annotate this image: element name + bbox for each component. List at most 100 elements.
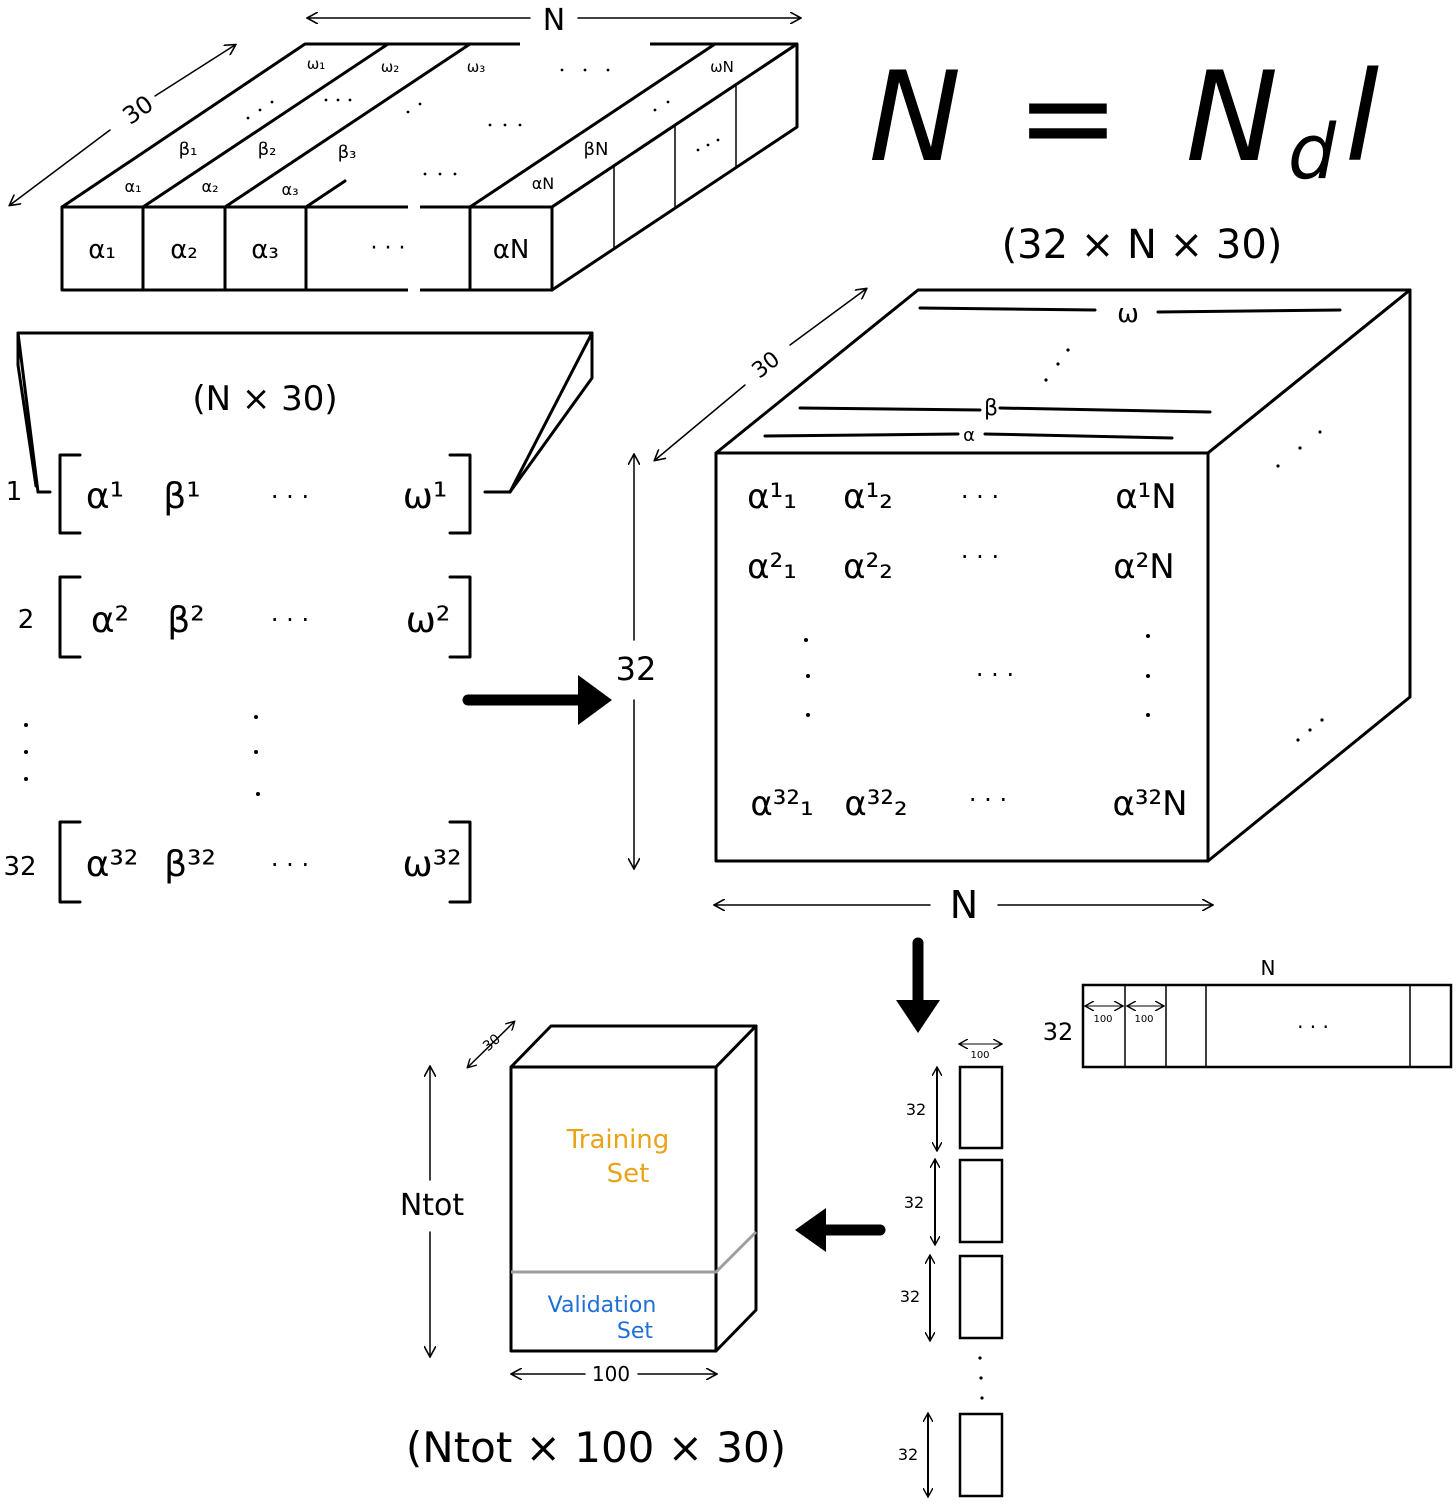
chunk-3: [958, 1254, 1004, 1340]
matrix-shape-label: (N × 30): [192, 379, 337, 419]
cube-r2-c2: α²₂: [843, 547, 893, 587]
equation-lhs: N: [869, 46, 962, 190]
cube-r1-c2: α¹₂: [843, 477, 893, 517]
slab-omega-3: ω₃: [467, 58, 486, 76]
chunk-2-height-label: 32: [904, 1193, 924, 1212]
slab-top-dots: [246, 68, 720, 176]
cube-block: (32 × N × 30) 30 ω β α α¹₁ α¹₂ · · · α¹N…: [616, 222, 1412, 927]
slab-alpha-2: α₂: [202, 177, 219, 196]
training-set-label-line1: Training: [566, 1125, 670, 1155]
matrix-row32-bracket-left: [58, 820, 82, 904]
slab-front-cell-3: α₃: [251, 235, 279, 265]
cube-omega-line-left: [918, 306, 1097, 312]
cube-alpha-line-left: [763, 432, 960, 438]
slab-front-cell-2: α₂: [170, 235, 198, 265]
cube-beta-line-right: [998, 406, 1212, 414]
cube-front-face: [714, 451, 1210, 863]
cube-r1-cn: α¹N: [1115, 477, 1176, 517]
chunk-3-height-label: 32: [900, 1287, 920, 1306]
dataset-top-face: [509, 1024, 758, 1069]
matrix-row2-dots: · · ·: [271, 606, 309, 634]
equation-equals: =: [1016, 46, 1120, 190]
matrix-row2-alpha: α²: [91, 600, 129, 641]
cube-depth-arrow-low: [655, 384, 746, 460]
slab-depth-arrow-low: [10, 129, 111, 205]
strip-dots: · · ·: [1297, 1015, 1329, 1039]
slab-alpha-1: α₁: [125, 177, 142, 196]
cube-beta-line-left: [798, 406, 982, 412]
training-set-label-line2: Set: [607, 1159, 650, 1189]
cube-r32-dots: · · ·: [969, 786, 1007, 814]
cube-beta-label: β: [984, 396, 998, 421]
dataset-shape-label: (Ntot × 100 × 30): [406, 1423, 786, 1472]
slab-depth-label: 30: [117, 90, 158, 130]
dataset-split-line: [511, 1230, 758, 1274]
slab-beta-3: β₃: [338, 142, 357, 163]
dataset-height-label: Ntot: [400, 1188, 465, 1223]
slab-depth-arrow-high: [154, 45, 235, 97]
cube-width-label: N: [950, 883, 978, 927]
dataset-depth-arrow: [468, 1022, 514, 1067]
chunks-vertical-dots: [978, 1356, 984, 1400]
slab-front-cell-n: αN: [493, 235, 530, 265]
validation-set-label-line1: Validation: [548, 1293, 657, 1318]
matrix-row2-bracket-right: [448, 575, 472, 659]
chunk-last-height-label: 32: [898, 1445, 918, 1464]
slab-alpha-n: αN: [532, 174, 555, 193]
equation-rhs-tail: l: [1345, 46, 1379, 190]
validation-set-label-line2: Set: [617, 1319, 654, 1344]
cube-r32-c2: α³²₂: [844, 784, 907, 824]
matrix-row32-alpha: α³²: [86, 844, 139, 885]
cube-vertical-dots: [804, 634, 1150, 717]
strip-cell-label-2: 100: [1134, 1014, 1153, 1025]
arrow-matrix-to-cube: [462, 675, 612, 725]
matrix-row-index-1: 1: [6, 477, 23, 507]
matrix-row1-omega: ω¹: [403, 476, 448, 517]
cube-r2-c1: α²₁: [747, 547, 797, 587]
equation-rhs-main: N: [1186, 46, 1279, 190]
chunk-width-label: 100: [970, 1050, 989, 1061]
strip-block: N 100 100 · · · 32: [1043, 956, 1453, 1069]
matrix-row1-bracket-right: [448, 453, 472, 535]
cube-depth-label: 30: [748, 347, 785, 384]
strip-height-label: 32: [1043, 1018, 1074, 1046]
matrix-vertical-dots: [24, 715, 260, 796]
cube-height-label: 32: [616, 650, 657, 688]
matrix-row32-dots: · · ·: [271, 851, 309, 879]
chunk-1-height-label: 32: [906, 1100, 926, 1119]
slab-top-divider: [468, 42, 717, 209]
arrow-chunks-to-dataset: [795, 1208, 886, 1252]
arrow-cube-to-chunks: [896, 937, 940, 1033]
dataset-front-face: [509, 1065, 718, 1353]
slab-top-divider: [304, 179, 347, 209]
slab-beta-2: β₂: [258, 139, 277, 160]
slab-beta-1: β₁: [179, 139, 198, 160]
equation: N = N d l: [869, 46, 1380, 196]
slab-width-label: N: [543, 3, 565, 38]
cube-shape-label: (32 × N × 30): [1002, 222, 1283, 268]
strip-cell-label-1: 100: [1093, 1014, 1112, 1025]
chunk-1: [958, 1065, 1004, 1150]
chunks-block: 100 32 32 32 32: [898, 1044, 1004, 1496]
strip-width-label: N: [1261, 956, 1276, 980]
matrix-row32-omega: ω³²: [402, 844, 461, 885]
slab-omega-1: ω₁: [307, 55, 326, 73]
matrix-row2-beta: β²: [167, 600, 204, 641]
slab-top-divider: [223, 42, 472, 209]
cube-r2-dots: · · ·: [961, 543, 999, 571]
slab-omega-2: ω₂: [381, 58, 400, 76]
matrix-row1-dots: · · ·: [271, 483, 309, 511]
slab-front-cell-1: α₁: [88, 235, 116, 265]
dataset-block: 30 Training Set Validation Set Ntot 100 …: [400, 1022, 786, 1472]
cube-omega-label: ω: [1117, 299, 1139, 329]
cube-r32-c1: α³²₁: [750, 784, 813, 824]
slab-beta-n: βN: [584, 139, 609, 160]
dataset-right-face: [714, 1024, 758, 1353]
cube-alpha-line-right: [983, 432, 1174, 440]
cube-r1-c1: α¹₁: [747, 477, 797, 517]
matrix-connector-diag: [508, 331, 594, 494]
cube-top-dots: [1044, 348, 1324, 742]
slab-top-gap: [520, 36, 650, 52]
cube-r32-cn: α³²N: [1112, 784, 1187, 824]
